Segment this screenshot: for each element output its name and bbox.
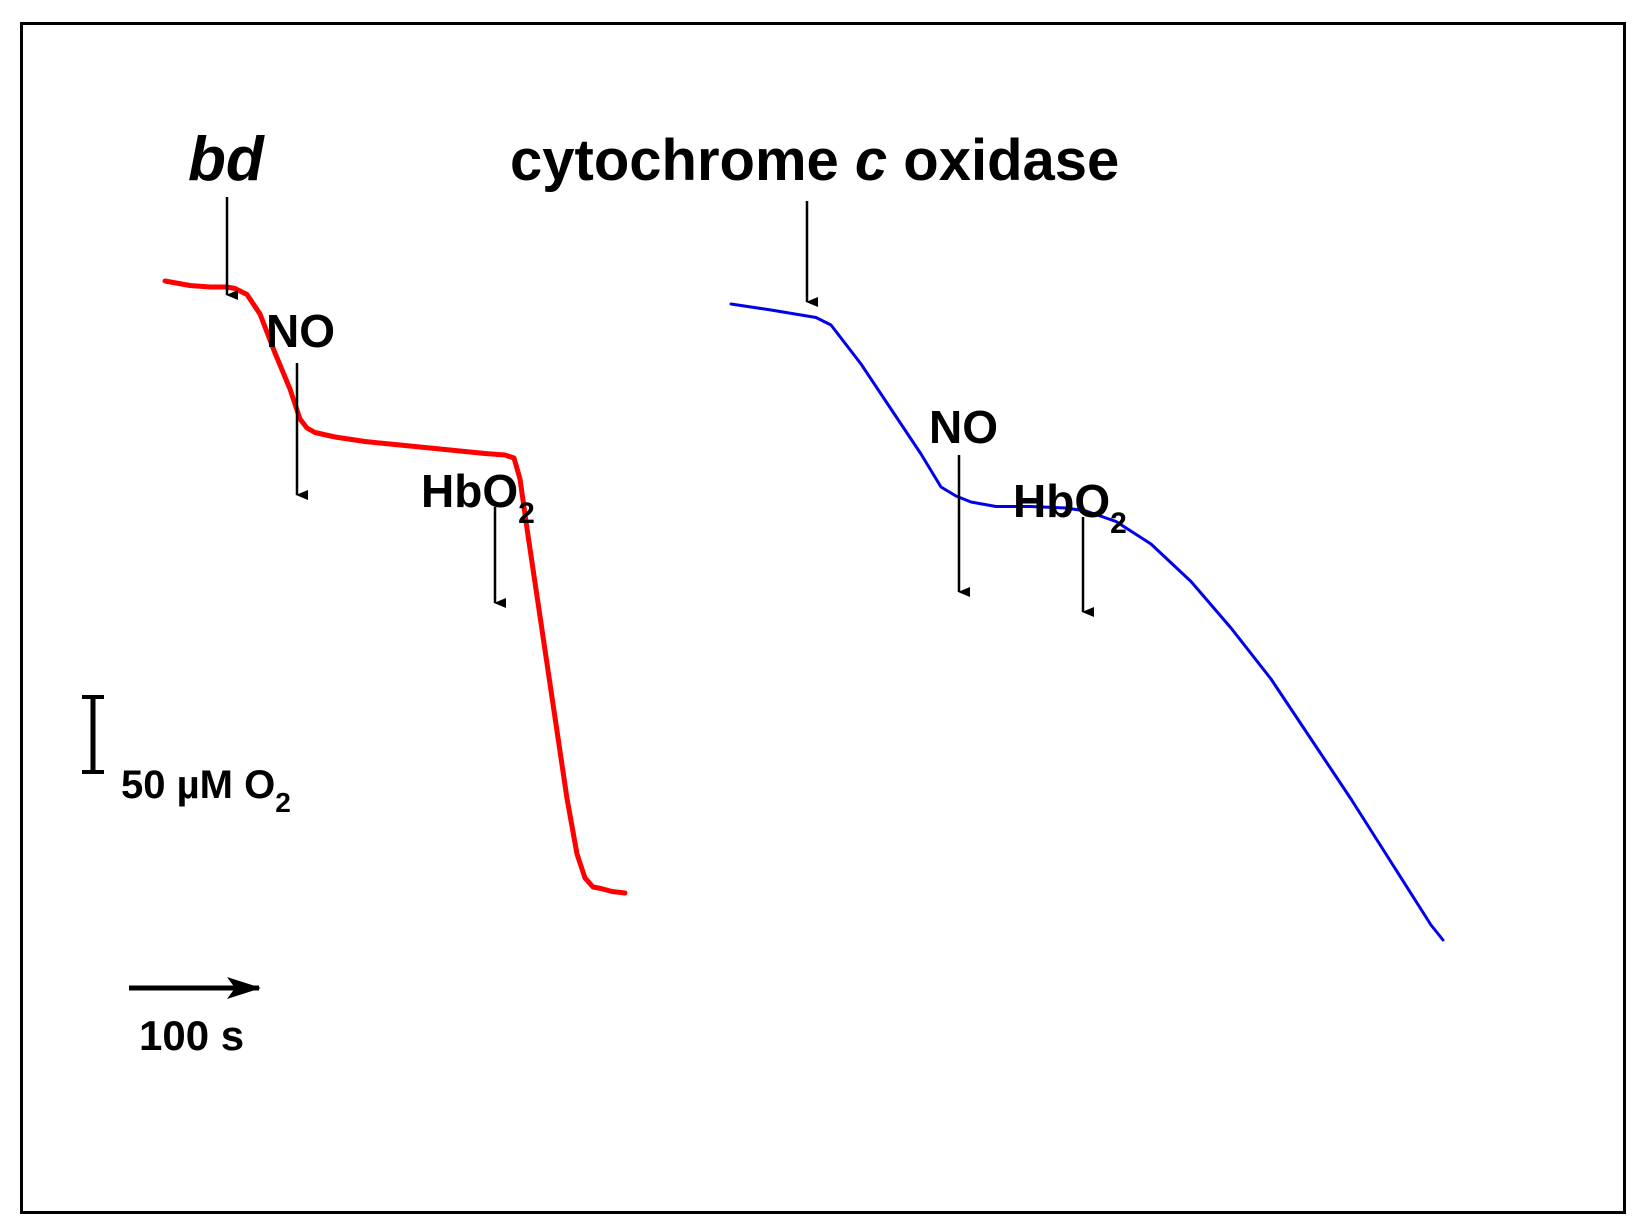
annotation-cyt-hbo2: HbO2	[1013, 475, 1127, 540]
annotation-bd-hbo2-sub: 2	[518, 497, 535, 530]
chart-frame: bd cytochrome c oxidase NO HbO2 NO HbO2 …	[20, 22, 1626, 1214]
series-title-bd: bd	[188, 125, 265, 194]
annotation-bd-hbo2-main: HbO	[421, 465, 518, 517]
annotation-bd-hbo2: HbO2	[421, 465, 535, 530]
y-scale-bar-label-main: 50 µM O	[121, 763, 275, 807]
y-scale-bar-label-sub: 2	[275, 787, 291, 818]
oxygen-trace-chart: bd cytochrome c oxidase NO HbO2 NO HbO2 …	[82, 125, 1445, 1059]
annotation-cyt-no: NO	[929, 401, 998, 453]
series-title-cyt-italic: c	[855, 128, 887, 193]
series-line-cytochrome-c-oxidase	[729, 302, 1445, 942]
series-title-cyt-pre: cytochrome	[510, 128, 855, 193]
series-title-cytochrome-c-oxidase: cytochrome c oxidase	[510, 128, 1119, 193]
x-scale-bar-label: 100 s	[139, 1012, 244, 1059]
series-title-cyt-post: oxidase	[887, 128, 1119, 193]
annotation-cyt-hbo2-main: HbO	[1013, 475, 1110, 527]
y-scale-bar	[82, 695, 104, 774]
annotation-cyt-hbo2-sub: 2	[1110, 507, 1127, 540]
series-line-bd	[162, 278, 628, 896]
annotation-bd-no: NO	[266, 305, 335, 357]
y-scale-bar-label: 50 µM O2	[121, 763, 291, 818]
